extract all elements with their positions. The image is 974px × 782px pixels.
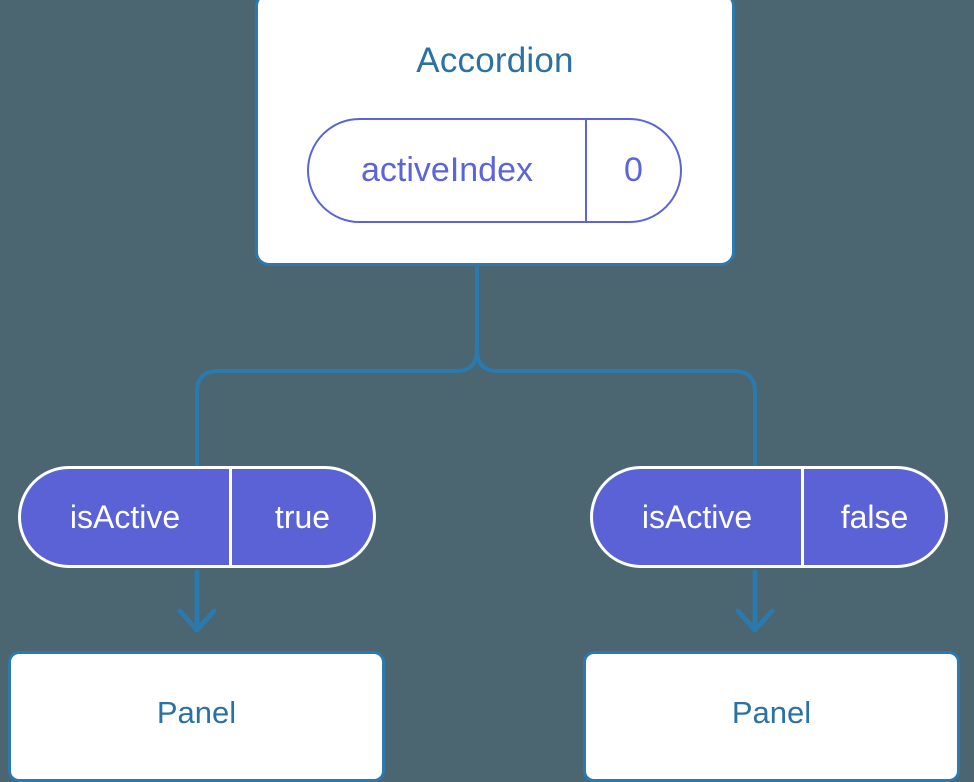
arrow-right-pill-to-panel: [735, 570, 775, 633]
prop-pill-is-active-true[interactable]: isActive true: [18, 466, 376, 568]
prop-pill-value: false: [840, 498, 909, 535]
prop-pill-value: true: [274, 498, 331, 535]
prop-pill-key: activeIndex: [309, 120, 587, 221]
prop-pill-key: isActive: [593, 469, 804, 565]
panel-title: Panel: [156, 695, 237, 730]
prop-pill-is-active-false[interactable]: isActive false: [590, 466, 948, 568]
prop-pill-value: 0: [624, 151, 643, 189]
accordion-title: Accordion: [416, 41, 574, 80]
panel-title: Panel: [731, 695, 812, 730]
panel-card-right[interactable]: Panel: [583, 651, 960, 782]
arrow-left-pill-to-panel: [177, 570, 217, 633]
connector-right-branch: [475, 348, 757, 468]
prop-pill-active-index[interactable]: activeIndex 0: [307, 118, 682, 223]
connector-left-branch: [195, 264, 479, 468]
prop-pill-key: isActive: [21, 469, 232, 565]
panel-card-left[interactable]: Panel: [8, 651, 385, 782]
